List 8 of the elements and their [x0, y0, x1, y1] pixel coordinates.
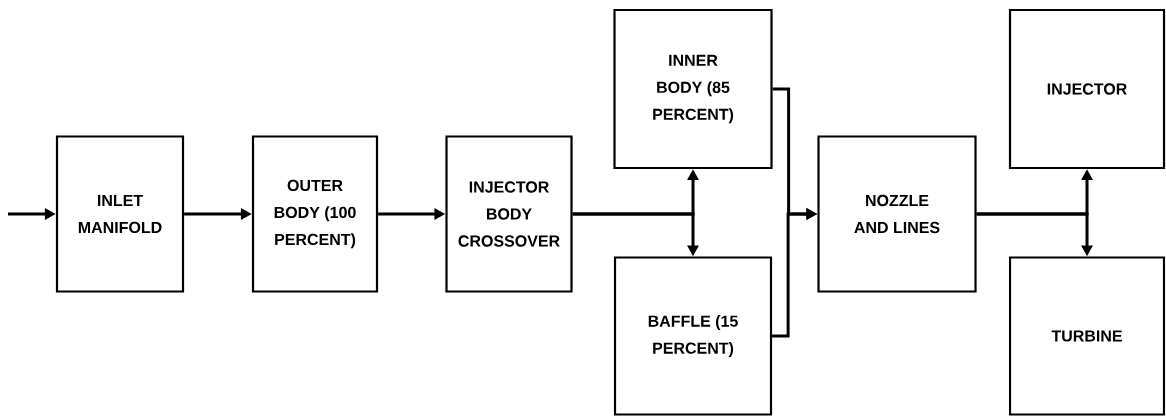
process-box: INJECTOR BODY CROSSOVER	[445, 135, 573, 293]
process-box: INNER BODY (85 PERCENT)	[613, 8, 773, 170]
process-box: INJECTOR	[1008, 8, 1166, 170]
process-box: TURBINE	[1008, 256, 1166, 416]
process-box: INLET MANIFOLD	[55, 135, 185, 293]
process-box: NOZZLE AND LINES	[817, 135, 977, 293]
process-box: BAFFLE (15 PERCENT)	[613, 256, 773, 416]
process-box: OUTER BODY (100 PERCENT)	[251, 135, 379, 293]
